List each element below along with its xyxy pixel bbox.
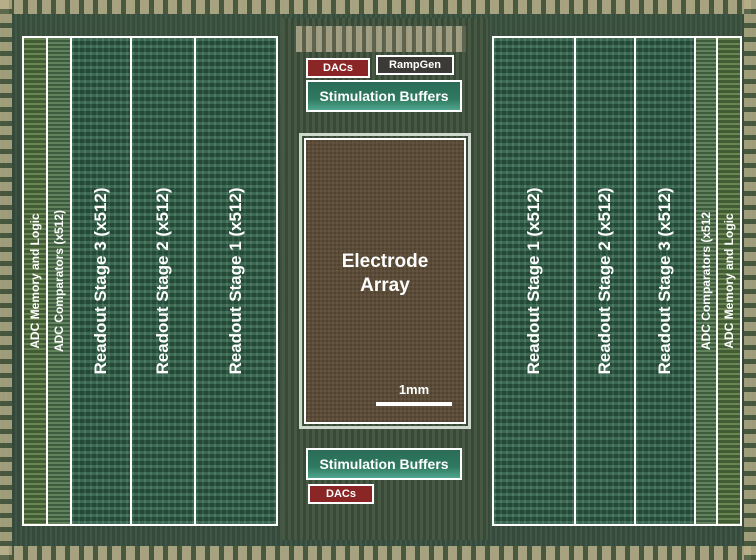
right-readout-stage2-block: Readout Stage 2 (x512) (574, 36, 636, 526)
left-adc-memory-label: ADC Memory and Logic (28, 213, 42, 349)
left-readout-stage2-block: Readout Stage 2 (x512) (130, 36, 196, 526)
left-readout-stage3-label: Readout Stage 3 (x512) (91, 187, 110, 375)
left-readout-stage1-label: Readout Stage 1 (x512) (226, 187, 245, 375)
electrode-array-block: Electrode Array (299, 133, 471, 429)
left-readout-stage1-block: Readout Stage 1 (x512) (194, 36, 278, 526)
right-adc-memory-block: ADC Memory and Logic (716, 36, 742, 526)
right-readout-stage1-label: Readout Stage 1 (x512) (524, 187, 543, 375)
electrode-label-line2: Array (360, 275, 410, 296)
rampgen-block: RampGen (376, 55, 454, 75)
right-readout-stage3-block: Readout Stage 3 (x512) (634, 36, 696, 526)
left-adc-comparators-label: ADC Comparators (x512) (52, 209, 66, 353)
right-readout-stage3-label: Readout Stage 3 (x512) (655, 187, 674, 375)
scale-bar (376, 402, 452, 406)
right-readout-stage1-block: Readout Stage 1 (x512) (492, 36, 576, 526)
left-adc-comparators-block: ADC Comparators (x512) (46, 36, 72, 526)
bottom-dacs-block: DACs (308, 484, 374, 504)
right-readout-stage2-label: Readout Stage 2 (x512) (595, 187, 614, 375)
right-adc-comparators-label: ADC Comparators (x512 (699, 211, 713, 351)
top-dacs-label: DACs (323, 62, 353, 74)
left-pad-ring (0, 0, 12, 560)
left-adc-memory-block: ADC Memory and Logic (22, 36, 48, 526)
bottom-stimulation-buffers-block: Stimulation Buffers (306, 448, 462, 480)
top-stimulation-buffers-label: Stimulation Buffers (319, 88, 449, 104)
bottom-stimulation-buffers-label: Stimulation Buffers (319, 456, 449, 472)
bottom-pad-ring (0, 546, 756, 560)
electrode-array-label: Electrode Array (306, 250, 464, 298)
scale-bar-label: 1mm (398, 382, 430, 397)
left-readout-stage3-block: Readout Stage 3 (x512) (70, 36, 132, 526)
top-dacs-block: DACs (306, 58, 370, 78)
chip-header-strip (296, 26, 466, 52)
right-pad-ring (744, 0, 756, 560)
electrode-label-line1: Electrode (341, 251, 429, 272)
bottom-dacs-label: DACs (326, 488, 356, 500)
right-adc-memory-label: ADC Memory and Logic (722, 213, 736, 349)
rampgen-label: RampGen (389, 59, 441, 71)
right-adc-comparators-block: ADC Comparators (x512 (694, 36, 718, 526)
left-readout-stage2-label: Readout Stage 2 (x512) (153, 187, 172, 375)
top-stimulation-buffers-block: Stimulation Buffers (306, 80, 462, 112)
top-pad-ring (0, 0, 756, 14)
